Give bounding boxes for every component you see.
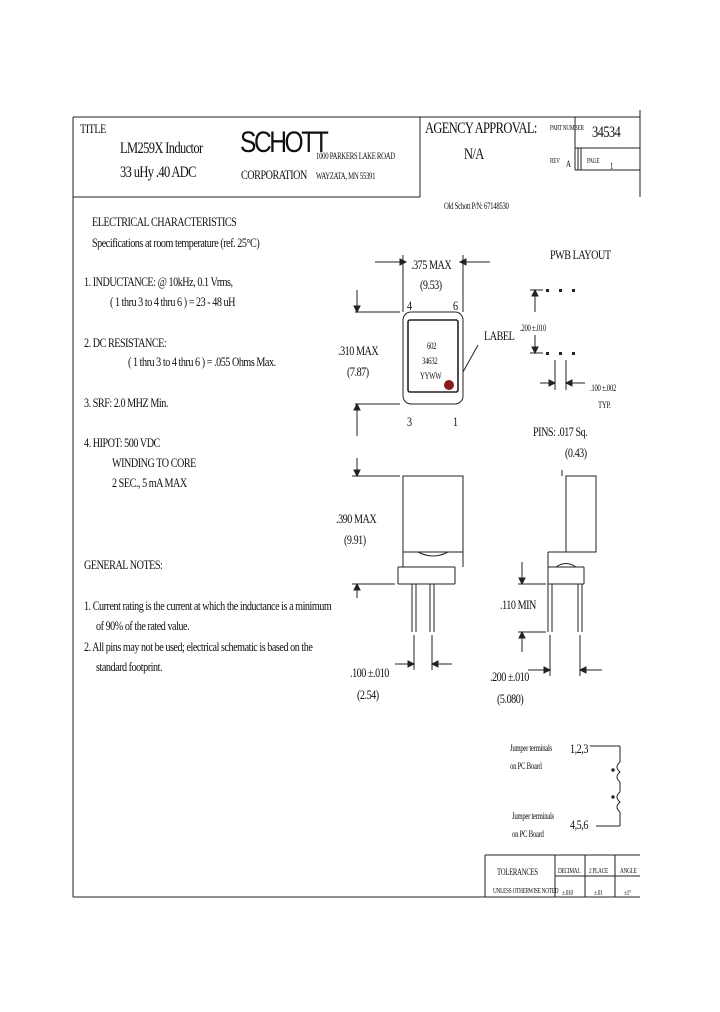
tolerance-col1: DECIMAL [558,867,581,875]
standoff-dimension [518,562,546,652]
pin1-dot [444,380,454,390]
schematic-top-note2: on PC Board [510,761,542,771]
schott-logo: SCHOTT [240,126,329,159]
width-dim-label: .375 MAX [411,257,452,272]
tolerance-val1: ±.010 [562,889,573,897]
tolerance-col2: 2 PLACE [589,867,608,875]
hipot-line3: 2 SEC., 5 mA MAX [112,475,187,490]
schematic-bottom-note2: on PC Board [512,829,544,839]
pin1-label: 1 [453,414,458,429]
title-block-frame [72,110,641,898]
pwb-typ-label: TYP. [598,400,611,410]
inductance-line2: ( 1 thru 3 to 4 thru 6 ) = 23 - 48 uH [110,294,236,309]
pin-spacing-label: .100 ±.010 [350,665,389,680]
height-dim-mm: (9.91) [344,532,366,547]
pwb-spacing-label: .200 ±.010 [520,323,547,333]
page-value: 1 [610,161,614,171]
schematic-bottom-pins: 4,5,6 [570,817,588,832]
page-label: PAGE [587,157,600,165]
inductance-line1: 1. INDUCTANCE: @ 10kHz, 0.1 Vrms, [84,274,233,289]
tolerance-col3: ANGLE [620,867,637,875]
pin4-label: 4 [407,298,412,313]
row-spacing-label: .200 ±.010 [490,669,529,684]
pins-label: PINS: .017 Sq. [533,424,588,439]
label-line3: YYWW [420,371,442,381]
agency-value: N/A [464,146,484,163]
label-line2: 34632 [422,356,438,366]
company-name: CORPORATION [241,167,307,182]
part-number: 34534 [592,124,621,141]
pwb-hole-label: .100 ±.002 [590,383,617,393]
electrical-subheading: Specifications at room temperature (ref.… [92,235,260,250]
note2-line2: standard footprint. [96,659,163,674]
hipot-line1: 4. HIPOT: 500 VDC [84,435,160,450]
pwb-layout-title: PWB LAYOUT [550,247,611,262]
component-side-view [397,475,464,632]
schematic-top-pins: 1,2,3 [570,741,588,756]
schematic-top-note1: Jumper terminals [510,743,552,753]
product-line2: 33 uHy .40 ADC [120,164,196,181]
depth-dim-mm: (7.87) [347,364,369,379]
rev-label: REV [550,157,560,165]
pin-spacing-mm: (2.54) [357,687,379,702]
dc-resistance-line2: ( 1 thru 3 to 4 thru 6 ) = .055 Ohms Max… [128,354,276,369]
depth-dim-label: .310 MAX [338,343,379,358]
tolerances-label: TOLERANCES [497,867,538,877]
width-dimension [375,255,490,300]
standoff-label: .110 MIN [500,597,536,612]
note1-line1: 1. Current rating is the current at whic… [84,598,332,613]
height-dim-label: .390 MAX [336,511,377,526]
row-spacing-mm: (5.080) [497,691,524,706]
address-line1: 1000 PARKERS LAKE ROAD [316,151,395,161]
srf-line: 3. SRF: 2.0 MHZ Min. [84,395,168,410]
old-part-number: Old Schott P/N: 67148530 [444,201,509,211]
hipot-line2: WINDING TO CORE [112,455,196,470]
pin6-label: 6 [453,298,458,313]
notes-heading: GENERAL NOTES: [84,557,163,572]
agency-label: AGENCY APPROVAL: [425,120,537,137]
row-spacing-dimension [528,635,602,676]
label-callout: LABEL [484,328,515,343]
pin-spacing-dimension [395,635,452,670]
height-dimension [352,458,400,598]
rev-value: A [566,159,571,169]
depth-dimension [353,290,400,436]
tolerance-val3: ±1° [624,889,631,897]
component-end-view [547,470,597,632]
title-label: TITLE [80,121,106,136]
schematic-bottom-note1: Jumper terminals [512,811,554,821]
pwb-holes [546,289,575,355]
part-number-label: PART NUMBER [550,124,584,132]
dc-resistance-line1: 2. DC RESISTANCE: [84,335,167,350]
product-line1: LM259X Inductor [120,140,203,157]
pins-mm: (0.43) [565,445,587,460]
schematic-dots [611,768,615,799]
pin3-label: 3 [407,414,412,429]
width-dim-mm: (9.53) [420,277,442,292]
schematic-diagram [590,745,621,827]
label-line1: 602 [427,341,437,351]
tolerances-sublabel: UNLESS OTHERWISE NOTED [493,887,559,895]
electrical-heading: ELECTRICAL CHARACTERISTICS [92,214,237,229]
component-top-view [402,300,479,405]
tolerance-block-frame [484,854,640,897]
address-line2: WAYZATA, MN 55391 [316,171,376,181]
note1-line2: of 90% of the rated value. [96,618,190,633]
note2-line1: 2. All pins may not be used; electrical … [84,639,313,654]
tolerance-val2: ±.01 [594,889,603,897]
pwb-dimensions [530,288,585,390]
